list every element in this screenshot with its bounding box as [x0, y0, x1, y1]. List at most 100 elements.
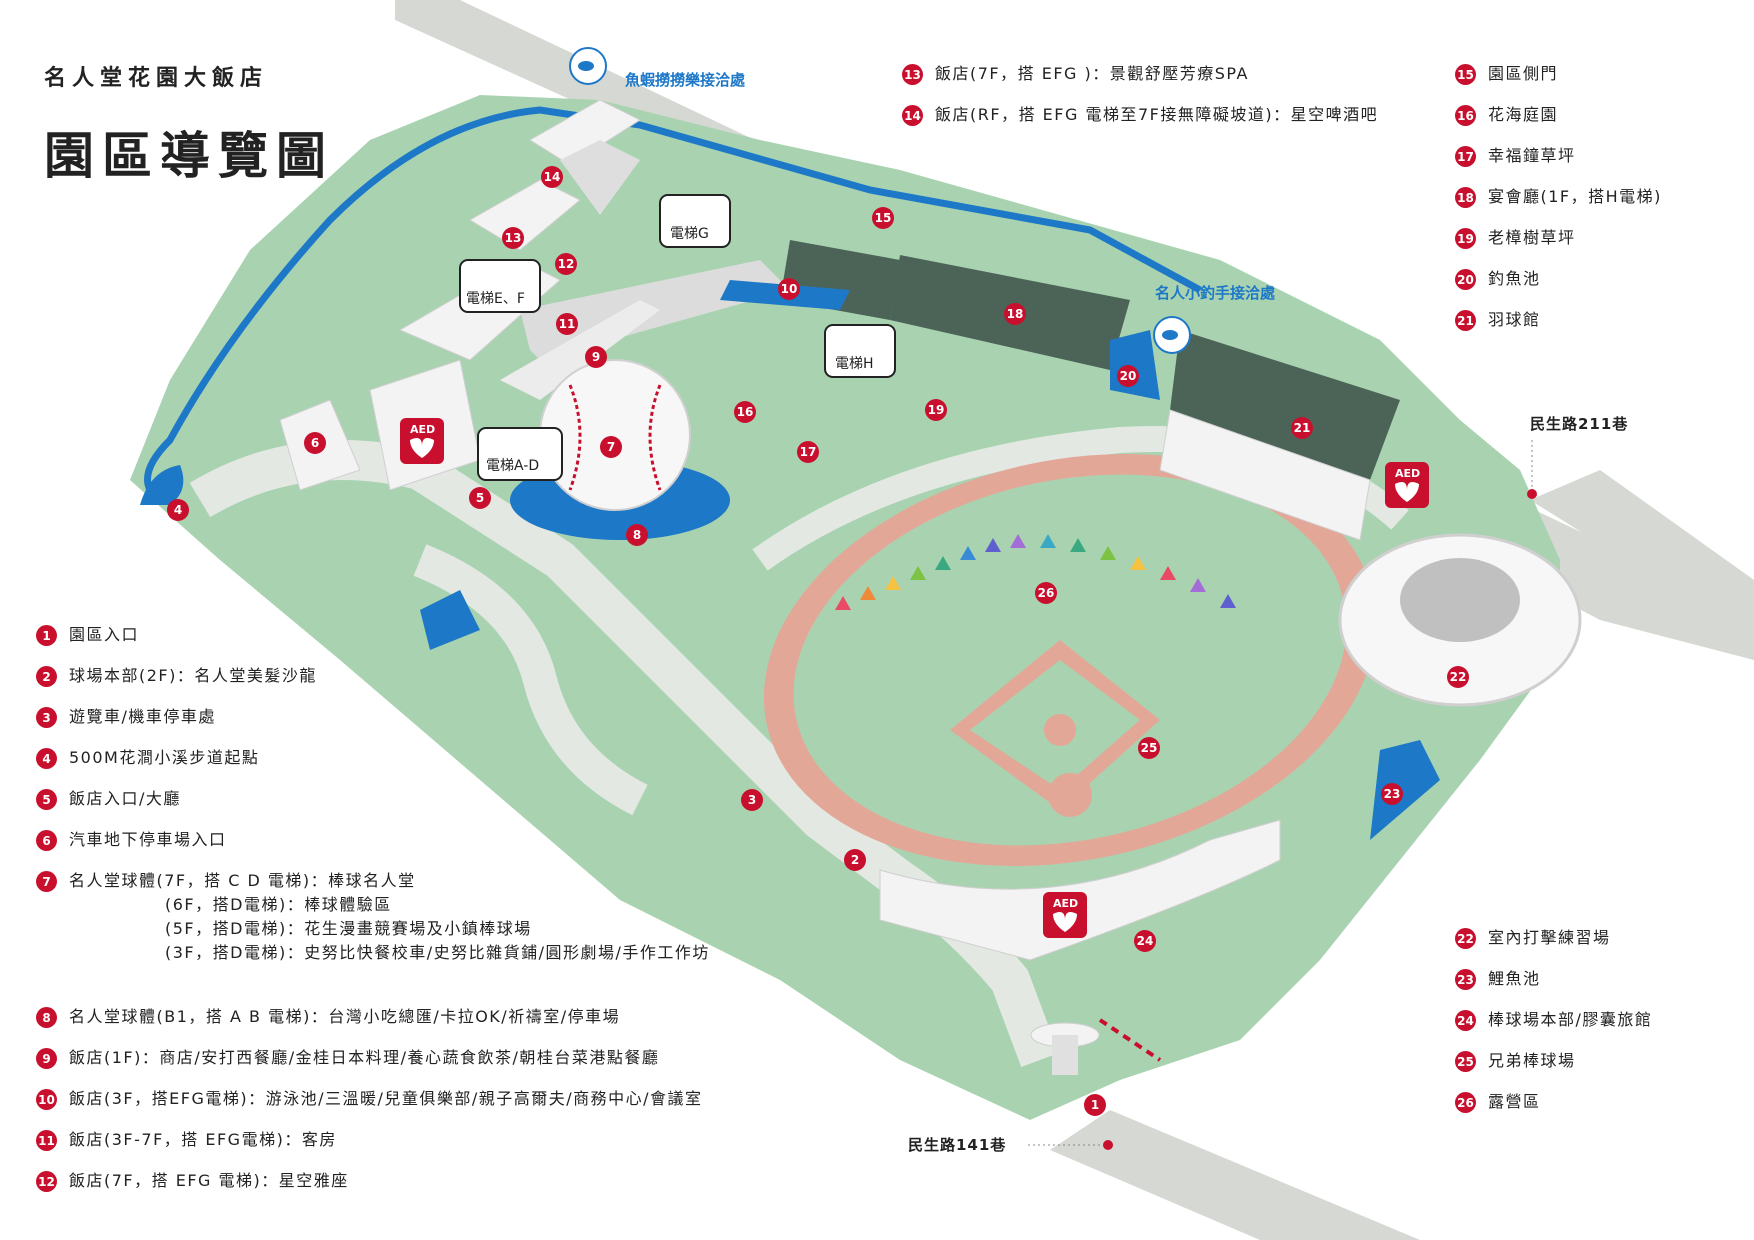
- legend-text: 羽球館: [1488, 310, 1541, 329]
- legend-text: 飯店(7F，搭 EFG )：景觀舒壓芳療SPA: [935, 64, 1249, 83]
- legend-text: 宴會廳(1F，搭H電梯): [1488, 187, 1662, 206]
- map-marker-circle: [844, 849, 866, 871]
- map-marker: 25: [1138, 737, 1160, 759]
- fish-icon: [1153, 316, 1191, 354]
- map-marker-circle: [872, 207, 894, 229]
- map-marker-circle: [1035, 582, 1057, 604]
- legend-number-badge: 10: [36, 1089, 57, 1110]
- legend-number-badge: 4: [36, 748, 57, 769]
- map-marker-number: 11: [559, 317, 576, 331]
- map-marker: 8: [626, 524, 648, 546]
- legend-item: 19 老樟樹草坪: [1455, 228, 1576, 252]
- legend-number-badge: 2: [36, 666, 57, 687]
- map-marker-circle: [585, 346, 607, 368]
- legend-number-badge: 3: [36, 707, 57, 728]
- map-marker: 15: [872, 207, 894, 229]
- legend-item: 8 名人堂球體(B1，搭 A B 電梯)：台灣小吃總匯/卡拉OK/祈禱室/停車場: [36, 1007, 620, 1031]
- map-marker-number: 17: [800, 445, 817, 459]
- map-marker-number: 25: [1141, 741, 1158, 755]
- map-marker-circle: [1004, 303, 1026, 325]
- legend-text: 飯店(3F，搭EFG電梯)：游泳池/三溫暖/兒童俱樂部/親子高爾夫/商務中心/會…: [69, 1089, 703, 1108]
- map-marker: 18: [1004, 303, 1026, 325]
- stream-pond: [140, 465, 184, 505]
- entrance-gate: [1030, 1018, 1162, 1075]
- legend-text: 飯店入口/大廳: [69, 789, 181, 808]
- map-marker-circle: [1291, 417, 1313, 439]
- map-marker-number: 10: [781, 282, 798, 296]
- elevator-ad-sign: 電梯A-D: [477, 427, 563, 481]
- legend-item: 10 飯店(3F，搭EFG電梯)：游泳池/三溫暖/兒童俱樂部/親子高爾夫/商務中心…: [36, 1089, 703, 1113]
- legend-number-badge: 1: [36, 625, 57, 646]
- legend-number-badge: 8: [36, 1007, 57, 1028]
- legend-number-badge: 22: [1455, 928, 1476, 949]
- elevator-g-label: 電梯G: [670, 226, 709, 242]
- map-marker: 24: [1134, 930, 1156, 952]
- legend-number-badge: 26: [1455, 1092, 1476, 1113]
- legend-item: 25 兄弟棒球場: [1455, 1051, 1576, 1075]
- fish-icon: [569, 47, 607, 85]
- legend-text: (6F，搭D電梯)：棒球體驗區: [165, 895, 392, 914]
- elevator-g-sign: 電梯G: [659, 194, 731, 248]
- map-marker: 11: [556, 313, 578, 335]
- map-marker-circle: [797, 441, 819, 463]
- map-marker-number: 8: [633, 528, 641, 542]
- map-marker: 1: [1084, 1094, 1106, 1116]
- legend-number-badge: 18: [1455, 187, 1476, 208]
- map-marker: 12: [555, 253, 577, 275]
- baseball-sphere: [510, 359, 730, 540]
- legend-text: 老樟樹草坪: [1488, 228, 1576, 247]
- legend-text: 兄弟棒球場: [1488, 1051, 1576, 1070]
- map-marker-number: 2: [851, 853, 859, 867]
- legend-number-badge: 11: [36, 1130, 57, 1151]
- elevator-h-label: 電梯H: [835, 356, 874, 372]
- aed-marker: AED: [1043, 892, 1087, 938]
- map-marker: 9: [585, 346, 607, 368]
- map-marker: 4: [167, 499, 189, 521]
- road-141-dot: [1103, 1140, 1113, 1150]
- legend-number-badge: 25: [1455, 1051, 1476, 1072]
- legend-number-badge: 13: [902, 64, 923, 85]
- shrimp-fishing-label: 魚蝦撈撈樂接洽處: [625, 71, 746, 89]
- map-marker-number: 5: [476, 491, 484, 505]
- stream: [144, 106, 1202, 492]
- hotel-pond: [420, 590, 480, 650]
- legend-text: 釣魚池: [1488, 269, 1541, 288]
- map-marker-circle: [778, 278, 800, 300]
- map-marker-number: 6: [311, 436, 319, 450]
- map-marker: 2: [844, 849, 866, 871]
- map-marker-circle: [1117, 365, 1139, 387]
- park-path-3: [413, 544, 648, 816]
- legend-text: 名人堂球體(B1，搭 A B 電梯)：台灣小吃總匯/卡拉OK/祈禱室/停車場: [69, 1007, 621, 1026]
- legend-number-badge: 16: [1455, 105, 1476, 126]
- legend-number-badge: 19: [1455, 228, 1476, 249]
- camping-tents: [835, 534, 1236, 610]
- map-marker: 6: [304, 432, 326, 454]
- road-211-label: 民生路211巷: [1530, 415, 1629, 433]
- map-marker-number: 23: [1384, 787, 1401, 801]
- map-marker: 23: [1381, 783, 1403, 805]
- map-marker: 26: [1035, 582, 1057, 604]
- elevator-h-sign: 電梯H: [824, 324, 896, 378]
- map-marker-number: 18: [1007, 307, 1024, 321]
- map-marker: 5: [469, 487, 491, 509]
- legend-text: 園區側門: [1488, 64, 1559, 83]
- map-marker-number: 20: [1120, 369, 1137, 383]
- map-marker-number: 19: [928, 403, 945, 417]
- legend-text: 飯店(RF，搭 EFG 電梯至7F接無障礙坡道)：星空啤酒吧: [935, 105, 1379, 124]
- map-marker-number: 21: [1294, 421, 1311, 435]
- title-block: 名人堂花園大飯店 園區導覽圖: [44, 60, 334, 188]
- legend-text: 鯉魚池: [1488, 969, 1541, 988]
- legend-number-badge: 12: [36, 1171, 57, 1192]
- map-marker-number: 12: [558, 257, 575, 271]
- map-marker: 3: [741, 789, 763, 811]
